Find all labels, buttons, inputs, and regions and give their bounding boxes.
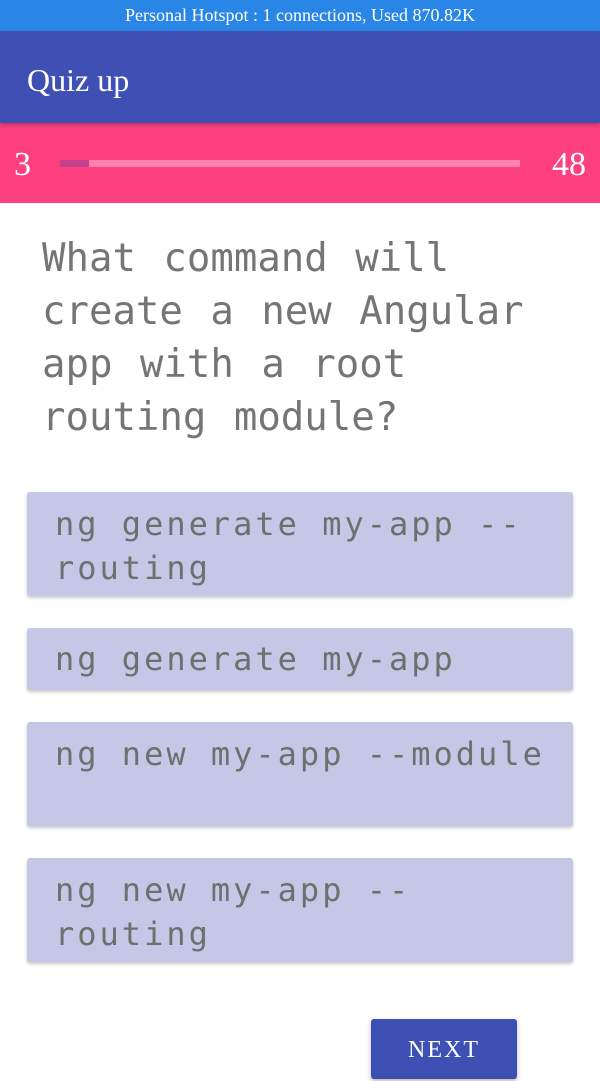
answer-option-4[interactable]: ng new my-app --routing <box>27 858 573 962</box>
answer-option-2[interactable]: ng generate my-app <box>27 628 573 690</box>
answer-option-3[interactable]: ng new my-app --module <box>27 722 573 826</box>
answer-option-1[interactable]: ng generate my-app --routing <box>27 492 573 596</box>
current-question-number: 3 <box>14 146 31 183</box>
status-text: Personal Hotspot : 1 connections, Used 8… <box>125 5 475 25</box>
progress-bar-fill <box>60 160 89 167</box>
app-bar: Quiz up <box>0 31 600 123</box>
next-button[interactable]: NEXT <box>371 1019 517 1079</box>
progress-bar <box>60 160 520 167</box>
answer-options: ng generate my-app --routing ng generate… <box>27 492 573 994</box>
question-text: What command will create a new Angular a… <box>42 236 524 440</box>
progress-area: 3 48 <box>0 123 600 203</box>
app-title: Quiz up <box>27 62 130 98</box>
total-questions: 48 <box>552 146 586 183</box>
status-bar: Personal Hotspot : 1 connections, Used 8… <box>0 0 600 31</box>
